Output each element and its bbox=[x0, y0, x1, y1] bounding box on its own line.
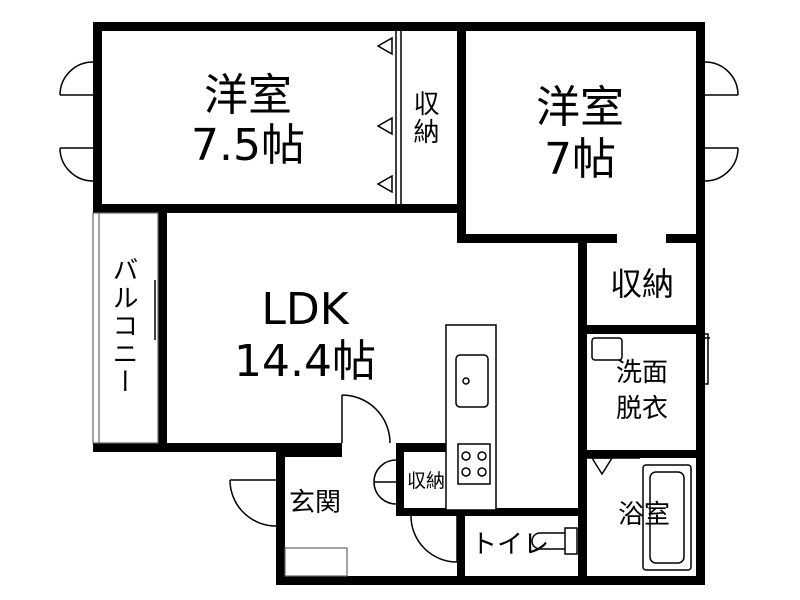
wall-balcony-bottom bbox=[93, 443, 167, 452]
window-west-bedroom bbox=[59, 61, 94, 182]
window-east-bedroom bbox=[704, 61, 739, 182]
door-closet-entrance bbox=[373, 459, 397, 505]
wall-bedroom-east-right bbox=[696, 22, 705, 248]
kitchen-counter bbox=[445, 324, 497, 511]
closet-door-mark-1 bbox=[376, 36, 393, 56]
door-entrance bbox=[229, 479, 277, 527]
burner-1 bbox=[461, 451, 471, 461]
wall-top bbox=[93, 22, 705, 31]
door-toilet bbox=[410, 515, 458, 563]
wall-bedroom-west-bottom bbox=[93, 204, 465, 213]
ldk-size: 14.4帖 bbox=[234, 336, 376, 387]
wall-bedroom-west-left bbox=[93, 22, 102, 212]
closet-bedroom-label: 収納 bbox=[409, 90, 439, 146]
balcony-label: バルコニー bbox=[108, 256, 138, 396]
toilet-label: トイレ bbox=[470, 530, 549, 560]
closet-door-mark-2 bbox=[376, 116, 393, 136]
wall-bedroom-east-bottom-left bbox=[457, 234, 617, 243]
entrance-label: 玄関 bbox=[288, 488, 341, 518]
balcony-area bbox=[92, 212, 159, 444]
closet-east-label: 収納 bbox=[609, 265, 674, 303]
bathroom-label: 浴室 bbox=[617, 500, 670, 530]
wall-toilet-left bbox=[457, 512, 465, 585]
sink-drain bbox=[462, 377, 470, 385]
washroom-label-1: 洗面 bbox=[615, 358, 668, 388]
wall-closet-entrance-left bbox=[396, 452, 404, 516]
wall-ldk-bottom-left bbox=[158, 443, 342, 452]
washbasin bbox=[591, 337, 623, 361]
wall-closet-east-bottom bbox=[578, 325, 705, 334]
bedroom-east-size: 7帖 bbox=[544, 134, 616, 185]
ldk-name: LDK bbox=[261, 284, 349, 335]
closet-door-mark-3 bbox=[376, 174, 393, 194]
toilet-bowl bbox=[531, 532, 565, 550]
toilet-tank bbox=[564, 527, 578, 555]
wall-ldk-bottom-mid bbox=[396, 443, 458, 452]
wall-toilet-top bbox=[396, 508, 587, 516]
washroom-window-frame bbox=[701, 333, 709, 385]
bedroom-west-name: 洋室 bbox=[204, 70, 292, 121]
bedroom-west-size: 7.5帖 bbox=[191, 120, 305, 171]
bathtub bbox=[642, 464, 692, 571]
kitchen-stove bbox=[457, 443, 491, 485]
bath-door-mark bbox=[590, 457, 614, 476]
wall-closet-east-right bbox=[696, 234, 705, 334]
wall-washroom-bottom bbox=[578, 450, 705, 458]
wall-bottom bbox=[276, 576, 705, 585]
wall-closet-east-left bbox=[578, 234, 587, 334]
wall-bedroom-east-bottom-right bbox=[666, 234, 705, 243]
bathtub-inner bbox=[649, 471, 685, 564]
door-ldk-hall bbox=[341, 394, 391, 444]
closet-entrance-label: 収納 bbox=[406, 470, 445, 492]
burner-4 bbox=[477, 467, 487, 477]
wall-bedroom-divider bbox=[457, 22, 466, 242]
burner-3 bbox=[461, 467, 471, 477]
wall-entrance-top bbox=[276, 452, 342, 457]
burner-2 bbox=[477, 451, 487, 461]
kitchen-sink bbox=[455, 354, 489, 408]
wall-entrance-left bbox=[276, 452, 285, 585]
entrance-step bbox=[284, 547, 348, 577]
washroom-label-2: 脱衣 bbox=[615, 394, 668, 424]
bedroom-east-name: 洋室 bbox=[536, 82, 624, 133]
